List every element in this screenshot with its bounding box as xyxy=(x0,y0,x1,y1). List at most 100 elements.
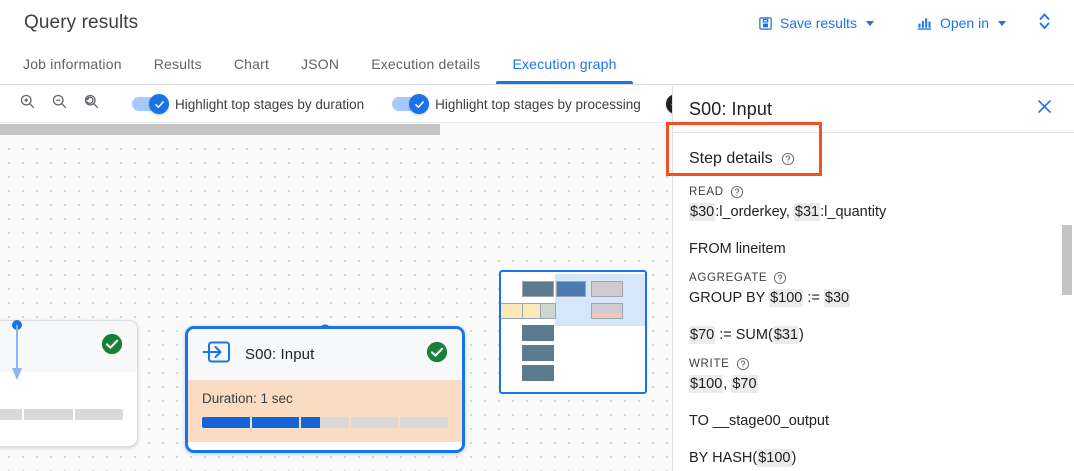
toggle-switch-third[interactable] xyxy=(665,94,672,114)
toggle-switch-duration[interactable] xyxy=(132,94,169,114)
toggle-label-duration: Highlight top stages by duration xyxy=(175,96,365,112)
tab-execution-graph[interactable]: Execution graph xyxy=(496,56,633,84)
expand-collapse-icon xyxy=(1038,11,1051,36)
graph-toolbar: Highlight top stages by duration Highlig… xyxy=(0,86,672,123)
node-duration-bar xyxy=(202,417,448,428)
expand-collapse-button[interactable] xyxy=(1028,7,1060,39)
minimap-node xyxy=(522,365,554,381)
section-value-by-hash: BY HASH($100) xyxy=(689,449,797,467)
scrollbar-thumb[interactable] xyxy=(1062,225,1072,295)
bar-segment xyxy=(202,417,250,428)
section-label-text: READ xyxy=(689,186,724,198)
help-circle-icon[interactable] xyxy=(781,152,795,166)
section-value-read: $30:l_orderkey, $31:l_quantity xyxy=(689,203,887,221)
page-header: Query results Save results xyxy=(0,0,1074,46)
section-value-to: TO __stage00_output xyxy=(689,413,830,429)
close-button[interactable] xyxy=(1030,95,1058,123)
node-header: S00: Input xyxy=(188,329,462,380)
node-duration-bar xyxy=(0,409,124,420)
section-label-aggregate: AGGREGATE xyxy=(689,271,1058,285)
chart-bar-icon xyxy=(916,15,933,31)
step-details-heading: Step details xyxy=(689,150,773,167)
toggle-knob xyxy=(665,94,672,114)
zoom-in-icon xyxy=(19,93,36,115)
minimap-node xyxy=(591,281,623,297)
toggle-label-processing: Highlight top stages by processing xyxy=(435,96,641,112)
bar-segment xyxy=(350,417,399,428)
minimap-node-accent xyxy=(592,313,622,318)
tab-bar: Job information Results Chart JSON Execu… xyxy=(0,46,1074,85)
help-circle-icon[interactable] xyxy=(730,185,744,199)
section-value-sum: $70 := SUM($31) xyxy=(689,326,804,344)
section-label-write: WRITE xyxy=(689,357,1058,371)
execution-graph-canvas[interactable]: ecords 59.01M records S00: Input xyxy=(0,123,672,471)
minimap-node xyxy=(522,281,554,297)
panel-divider xyxy=(673,132,1074,133)
bar-segment xyxy=(251,417,300,428)
graph-node-partial-top[interactable] xyxy=(0,320,138,447)
section-value-from: FROM lineitem xyxy=(689,241,786,257)
node-body: Duration: 1 sec xyxy=(188,380,462,442)
check-circle-icon xyxy=(426,341,448,368)
bar-segment xyxy=(400,417,448,428)
bar-segment xyxy=(301,417,349,428)
toggle-highlight-processing[interactable]: Highlight top stages by processing xyxy=(392,94,641,114)
check-circle-icon xyxy=(101,333,123,360)
open-in-label: Open in xyxy=(939,15,989,31)
step-details-panel: S00: Input Step details xyxy=(672,86,1074,471)
panel-header: S00: Input xyxy=(673,86,1074,132)
bar-segment xyxy=(24,409,73,420)
toggle-third-option[interactable] xyxy=(665,94,672,114)
chevron-down-icon xyxy=(998,20,1006,26)
zoom-out-icon xyxy=(51,93,68,115)
save-results-icon xyxy=(758,16,773,31)
node-header xyxy=(0,321,137,372)
toggle-knob xyxy=(409,94,430,114)
section-value-write: $100, $70 xyxy=(689,375,758,393)
close-icon xyxy=(1036,98,1053,120)
scrollbar-thumb[interactable] xyxy=(0,124,440,135)
graph-minimap[interactable] xyxy=(499,270,647,394)
step-details-heading-row: Step details xyxy=(689,133,1058,181)
section-value-aggregate: GROUP BY $100 := $30 xyxy=(689,289,851,307)
canvas-horizontal-scrollbar[interactable] xyxy=(0,123,672,137)
tab-json[interactable]: JSON xyxy=(301,56,340,72)
toggle-knob xyxy=(149,94,169,114)
help-circle-icon[interactable] xyxy=(773,271,787,285)
node-duration-label: Duration: 1 sec xyxy=(202,391,293,406)
toggle-highlight-duration[interactable]: Highlight top stages by duration xyxy=(132,94,365,114)
open-in-button[interactable]: Open in xyxy=(906,9,1016,37)
help-circle-icon[interactable] xyxy=(736,357,750,371)
bar-segment xyxy=(0,409,23,420)
panel-title: S00: Input xyxy=(689,98,773,119)
tab-execution-details[interactable]: Execution details xyxy=(371,56,481,72)
minimap-node xyxy=(541,303,556,319)
node-body xyxy=(0,372,137,434)
tab-job-information[interactable]: Job information xyxy=(23,56,122,72)
zoom-controls xyxy=(0,91,104,117)
tab-chart[interactable]: Chart xyxy=(233,56,270,72)
zoom-reset-icon xyxy=(83,93,100,115)
minimap-node xyxy=(556,281,586,297)
minimap-node xyxy=(522,325,554,341)
save-results-label: Save results xyxy=(779,15,857,31)
node-title: S00: Input xyxy=(245,346,315,363)
zoom-in-button[interactable] xyxy=(14,91,40,117)
header-actions: Save results Open in xyxy=(748,7,1074,39)
minimap-node xyxy=(522,303,541,319)
save-results-button[interactable]: Save results xyxy=(748,9,884,37)
section-label-text: WRITE xyxy=(689,358,730,370)
zoom-reset-button[interactable] xyxy=(78,91,104,117)
chevron-down-icon xyxy=(865,20,874,26)
toggle-switch-processing[interactable] xyxy=(392,94,430,114)
page-title: Query results xyxy=(24,12,139,33)
graph-node-s00-input[interactable]: S00: Input Duration: 1 sec xyxy=(185,326,465,453)
panel-vertical-scrollbar[interactable] xyxy=(1062,86,1072,471)
section-label-read: READ xyxy=(689,185,1058,199)
section-label-text: AGGREGATE xyxy=(689,272,768,284)
bar-segment xyxy=(74,409,124,420)
panel-content: Step details READ xyxy=(673,133,1074,468)
zoom-out-button[interactable] xyxy=(46,91,72,117)
input-arrow-icon xyxy=(202,338,232,371)
tab-results[interactable]: Results xyxy=(153,56,202,72)
